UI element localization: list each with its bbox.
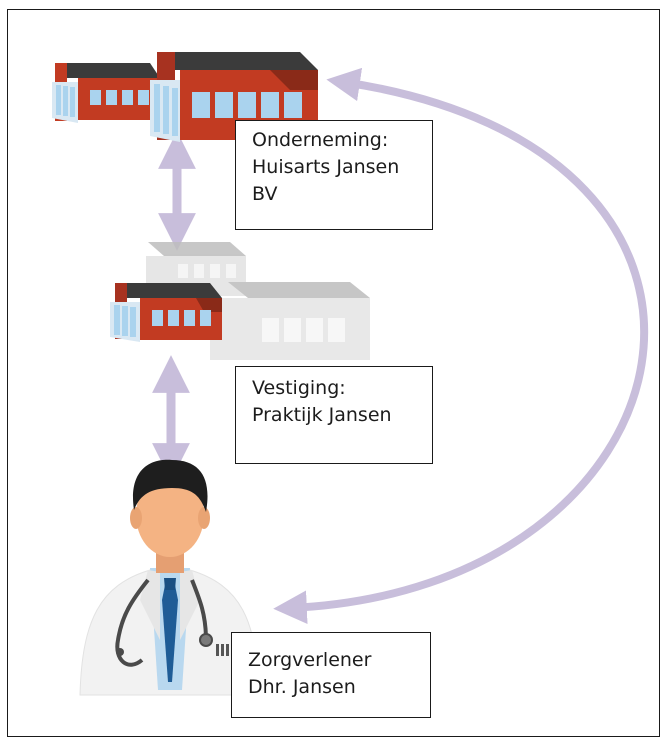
zorgverlener-line-1: Zorgverlener [248, 649, 372, 671]
node-onderneming-label: Onderneming: Huisarts Jansen BV [235, 120, 433, 230]
node-vestiging-label: Vestiging: Praktijk Jansen [235, 366, 433, 464]
company-buildings-icon [52, 52, 318, 142]
branch-building-icon [110, 242, 370, 360]
node-zorgverlener-label: Zorgverlener Dhr. Jansen [231, 632, 431, 718]
zorgverlener-line-2: Dhr. Jansen [248, 676, 356, 698]
vestiging-line-1: Vestiging: [252, 377, 346, 399]
doctor-icon [79, 459, 259, 696]
onderneming-line-3: BV [252, 183, 278, 205]
edge-zorgverlener-onderneming [273, 67, 649, 625]
vestiging-line-2: Praktijk Jansen [252, 404, 392, 426]
diagram-frame [7, 9, 660, 737]
onderneming-line-1: Onderneming: [252, 129, 389, 151]
onderneming-line-2: Huisarts Jansen [252, 156, 400, 178]
